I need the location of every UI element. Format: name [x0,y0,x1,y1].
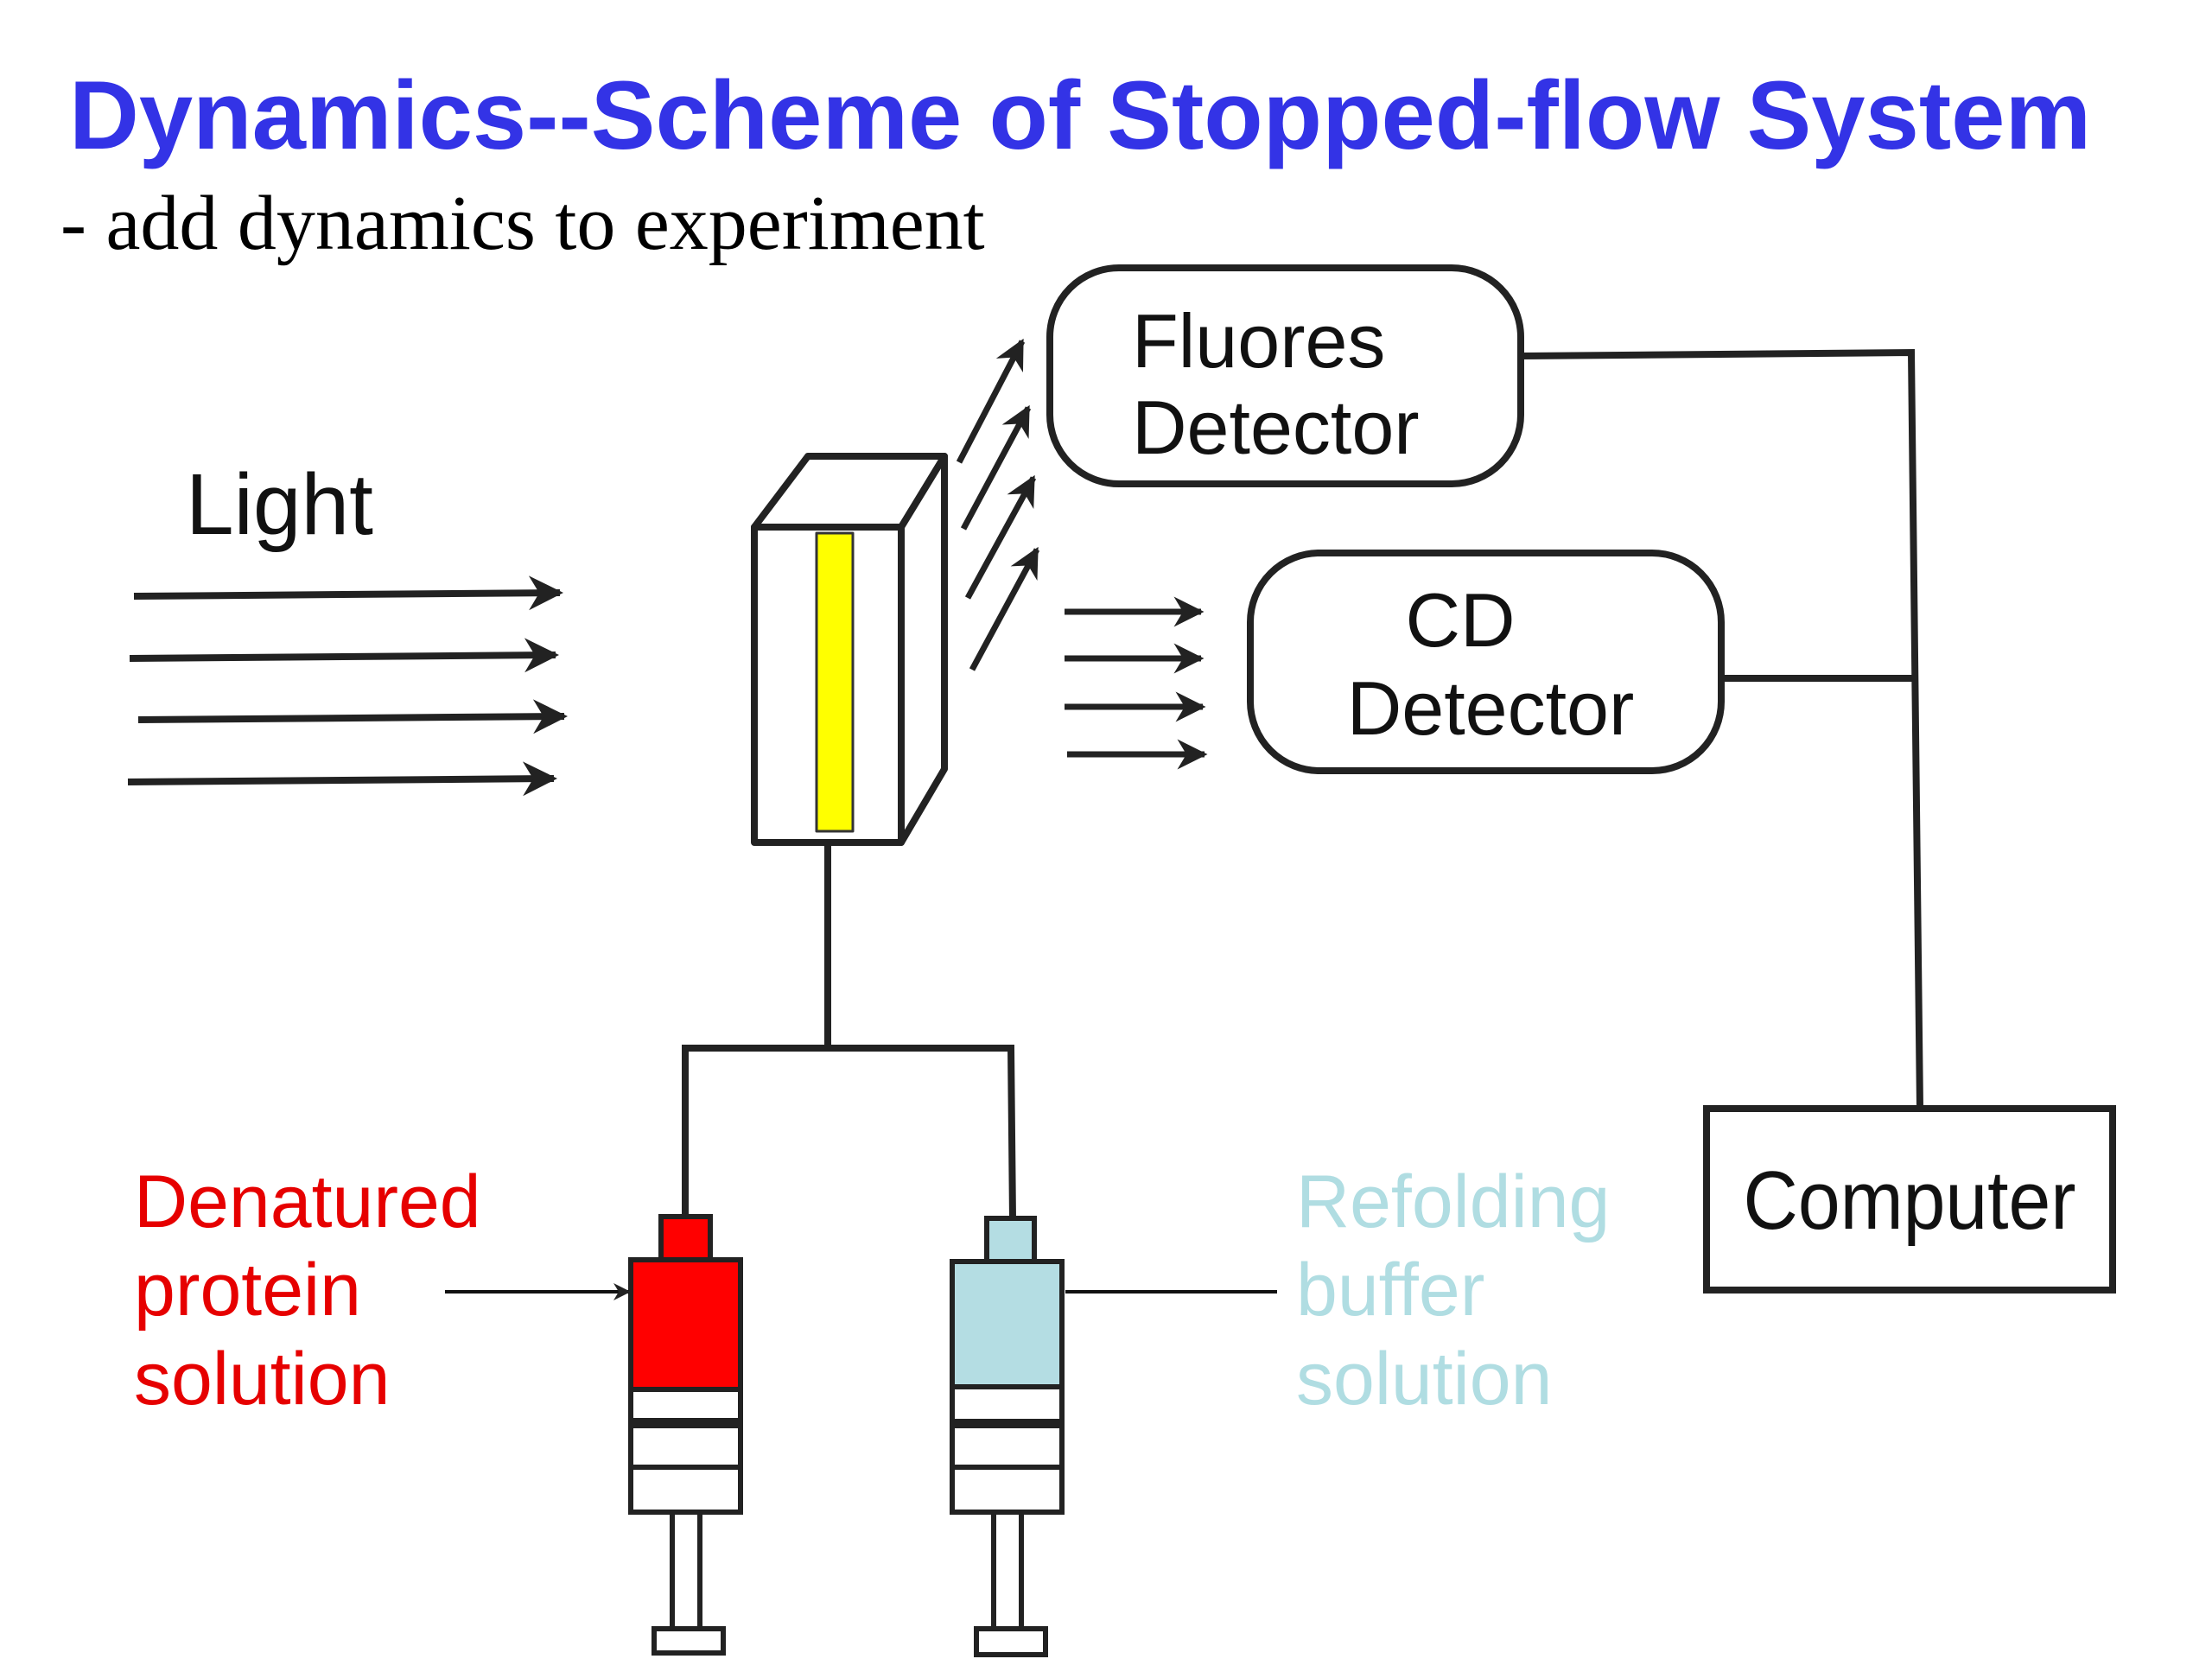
slide-subtitle: - add dynamics to experiment [60,181,985,266]
refolding-syringe-nozzle [984,1216,1037,1266]
cd-detector-label-line1: CD [1405,577,1515,663]
denatured-syringe [628,1214,743,1656]
mixing-tubing [682,842,1016,1221]
light-arrow-2 [129,638,559,673]
fluor-arrow-2 [960,404,1032,531]
cd-detector-label-line2: Detector [1347,665,1635,751]
observation-cell [751,453,948,846]
fluores-detector-box [1046,264,1524,487]
refolding-syringe-barrel [950,1259,1065,1389]
denatured-label: Denatured protein solution [134,1160,481,1421]
refolding-syringe-thumb-rest [974,1626,1048,1657]
light-arrow-1 [133,575,563,611]
refolding-label-line1: Refolding [1296,1160,1610,1243]
denatured-label-line3: solution [134,1338,390,1421]
detector-cables [1520,348,1923,1109]
light-arrow-4 [127,761,557,797]
transmitted-light-arrows [1065,596,1208,770]
computer: Computer [1703,1105,2116,1294]
denatured-syringe-nozzle [658,1214,713,1264]
computer-label: Computer [1744,1154,2076,1247]
computer-box [1703,1105,2116,1294]
cd-detector: CD Detector [1247,550,1725,774]
denatured-syringe-thumb-rest [652,1626,726,1656]
fluorescence-emission-arrows [956,338,1040,671]
refolding-syringe-plunger-rod [991,1510,1024,1631]
fluores-detector: Fluores Detector [1046,264,1524,487]
refolding-label-line2: buffer [1296,1249,1484,1332]
denatured-syringe-barrel [628,1257,743,1392]
syringe-manifold [682,1045,1016,1221]
denatured-label-line2: protein [134,1249,361,1332]
light-arrow-3 [137,699,568,734]
refolding-label: Refolding buffer solution [1296,1160,1610,1421]
fluor-arrow-4 [969,546,1040,671]
fluores-detector-label-line2: Detector [1132,385,1420,470]
fluores-detector-label-line1: Fluores [1132,298,1385,384]
fluores-cable [1520,348,1923,1109]
denatured-label-line1: Denatured [134,1160,481,1243]
denatured-syringe-seal [628,1387,743,1423]
refolding-label-line3: solution [1296,1338,1552,1421]
cd-detector-box [1247,550,1725,774]
refolding-syringe [950,1216,1065,1657]
incoming-light-arrows [127,575,568,797]
light-label: Light [186,456,373,553]
fluor-arrow-3 [964,474,1037,600]
cell-side-face [898,453,948,846]
refolding-syringe-seal [950,1384,1065,1424]
cell-window [815,531,855,833]
slide-title: Dynamics--Scheme of Stopped-flow System [69,61,2092,169]
denatured-syringe-plunger-rod [670,1510,702,1631]
fluor-arrow-1 [956,338,1026,464]
